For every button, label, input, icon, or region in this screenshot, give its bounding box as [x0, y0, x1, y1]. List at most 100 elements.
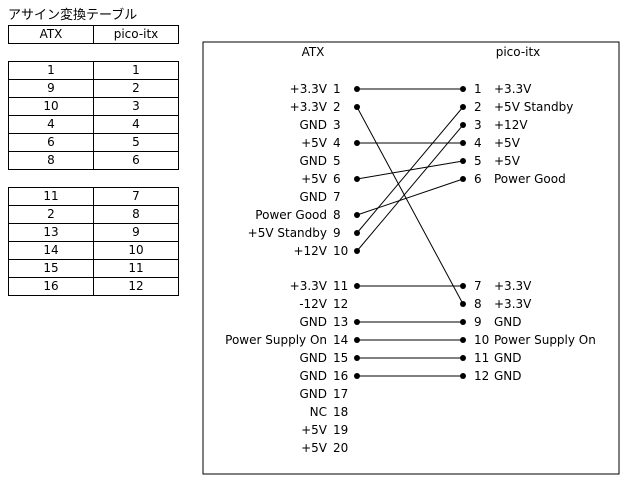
atx-pin-dot	[354, 140, 360, 146]
atx-pin-label: +3.3V	[290, 82, 328, 96]
atx-pin-number: 8	[333, 208, 341, 222]
atx-pin-label: -12V	[299, 297, 328, 311]
pico-itx-pin-dot	[460, 337, 466, 343]
pico-itx-pin-label: +3.3V	[494, 297, 532, 311]
table-header: ATX pico-itx	[8, 25, 179, 44]
pico-itx-pin-label: +5V Standby	[494, 100, 573, 114]
pico-itx-pin-label: +5V	[494, 154, 521, 168]
atx-pin-cell: 13	[8, 223, 94, 242]
atx-pin-dot	[354, 319, 360, 325]
pico-itx-pin-dot	[460, 319, 466, 325]
pico-itx-pin-number: 7	[474, 279, 482, 293]
atx-pin-cell: 14	[8, 241, 94, 260]
pico-itx-pin-number: 10	[474, 333, 489, 347]
pico-itx-pin-label: Power Supply On	[494, 333, 596, 347]
atx-pin-cell: 8	[8, 151, 94, 170]
atx-pin-cell: 16	[8, 277, 94, 296]
pico-itx-pin-cell: 3	[93, 97, 179, 116]
pico-itx-pin-number: 6	[474, 172, 482, 186]
atx-pin-label: +5V	[301, 136, 328, 150]
atx-pin-label: GND	[299, 369, 327, 383]
pico-itx-pin-number: 9	[474, 315, 482, 329]
atx-pin-number: 2	[333, 100, 341, 114]
atx-pin-number: 1	[333, 82, 341, 96]
pico-itx-pin-cell: 12	[93, 277, 179, 296]
pico-itx-pin-dot	[460, 140, 466, 146]
atx-pin-number: 13	[333, 315, 348, 329]
atx-pin-label: Power Supply On	[225, 333, 327, 347]
pico-itx-pin-dot	[460, 283, 466, 289]
diagram-frame	[202, 41, 620, 475]
pico-itx-pin-label: GND	[494, 351, 522, 365]
atx-pin-label: +5V	[301, 423, 328, 437]
atx-pin-number: 7	[333, 190, 341, 204]
atx-pin-number: 20	[333, 441, 348, 455]
pico-itx-pin-number: 8	[474, 297, 482, 311]
pico-itx-pin-number: 4	[474, 136, 482, 150]
atx-pin-number: 17	[333, 387, 348, 401]
atx-pin-number: 6	[333, 172, 341, 186]
atx-pin-label: GND	[299, 315, 327, 329]
atx-pin-label: +3.3V	[290, 100, 328, 114]
atx-pin-number: 3	[333, 118, 341, 132]
atx-pin-label: Power Good	[255, 208, 327, 222]
pico-itx-pin-label: +5V	[494, 136, 521, 150]
pico-itx-pin-number: 5	[474, 154, 482, 168]
wire-atx-6-to-pico-5	[356, 160, 464, 180]
atx-pin-cell: 11	[8, 187, 94, 206]
atx-pin-dot	[354, 86, 360, 92]
pico-itx-pin-dot	[460, 158, 466, 164]
atx-pin-label: GND	[299, 154, 327, 168]
atx-pin-dot	[354, 355, 360, 361]
pico-itx-pin-dot	[460, 373, 466, 379]
atx-pin-number: 19	[333, 423, 348, 437]
pico-itx-pin-dot	[460, 86, 466, 92]
atx-pin-label: GND	[299, 351, 327, 365]
atx-pin-label: +5V	[301, 172, 328, 186]
pico-itx-pin-number: 11	[474, 351, 489, 365]
atx-pin-number: 9	[333, 226, 341, 240]
atx-pin-dot	[354, 248, 360, 254]
pico-itx-pin-dot	[460, 122, 466, 128]
pico-itx-pin-label: +3.3V	[494, 279, 532, 293]
atx-pin-label: GND	[299, 387, 327, 401]
atx-pin-dot	[354, 373, 360, 379]
pico-itx-pin-label: +12V	[494, 118, 528, 132]
atx-pin-dot	[354, 283, 360, 289]
atx-pin-number: 16	[333, 369, 348, 383]
wire-atx-10-to-pico-3	[356, 124, 464, 252]
atx-pin-dot	[354, 104, 360, 110]
atx-pin-dot	[354, 230, 360, 236]
atx-pin-number: 15	[333, 351, 348, 365]
atx-pin-dot	[354, 212, 360, 218]
atx-pin-number: 18	[333, 405, 348, 419]
pico-itx-connector-title: pico-itx	[496, 45, 541, 59]
atx-pin-number: 4	[333, 136, 341, 150]
atx-pin-label: +5V	[301, 441, 328, 455]
atx-pin-label: +5V Standby	[248, 226, 327, 240]
pico-itx-pin-cell: 10	[93, 241, 179, 260]
pico-itx-pin-dot	[460, 176, 466, 182]
pico-itx-pin-label: GND	[494, 369, 522, 383]
atx-pin-number: 5	[333, 154, 341, 168]
atx-connector-title: ATX	[302, 45, 325, 59]
atx-pin-number: 14	[333, 333, 348, 347]
pico-itx-pin-cell: 6	[93, 151, 179, 170]
pico-itx-pin-dot	[460, 355, 466, 361]
atx-pin-label: GND	[299, 190, 327, 204]
header-atx: ATX	[8, 25, 94, 44]
pico-itx-pin-dot	[460, 104, 466, 110]
pico-itx-pin-number: 2	[474, 100, 482, 114]
wire-atx-2-to-pico-8	[356, 106, 464, 305]
header-pico-itx: pico-itx	[93, 25, 179, 44]
